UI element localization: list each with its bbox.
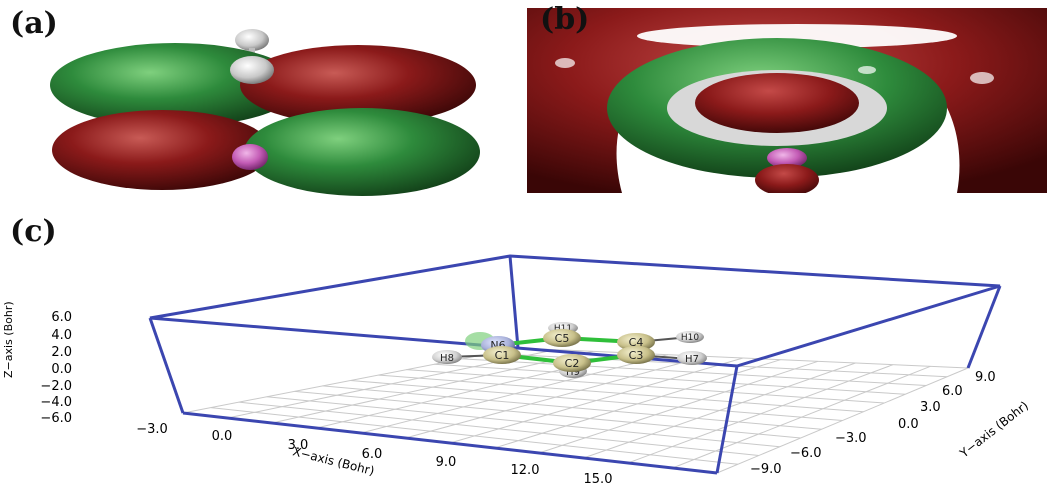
atom-label: H8 xyxy=(440,353,454,364)
y-tick: 6.0 xyxy=(942,384,963,399)
molecule: H11 H10 H8 H9 H7 N6 C5 C4 C1 C2 C3 xyxy=(432,322,707,378)
atom-label: C2 xyxy=(565,357,580,370)
panel-a-orbital xyxy=(50,29,480,196)
y-tick: −6.0 xyxy=(790,446,822,461)
panel-b-surface xyxy=(527,8,1047,193)
highlights xyxy=(555,58,994,84)
atom-label: H11 xyxy=(554,324,572,334)
hydrogen-atom xyxy=(235,29,269,51)
x-tick: 3.0 xyxy=(288,438,309,453)
x-tick: 6.0 xyxy=(362,447,383,462)
z-axis-label: Z−axis (Bohr) xyxy=(2,301,15,378)
lobe-red-upper xyxy=(240,45,476,125)
surface-gap xyxy=(637,24,957,48)
y-axis-label: Y−axis (Bohr) xyxy=(956,398,1031,461)
x-tick: 9.0 xyxy=(436,455,457,470)
atom-label: H9 xyxy=(566,367,580,378)
lobe-red-lower xyxy=(52,110,272,190)
panel-c-3d-plot: 6.0 4.0 2.0 0.0 −2.0 −4.0 −6.0 Z−axis (B… xyxy=(2,254,1031,487)
grid-line xyxy=(406,369,885,404)
panel-b xyxy=(527,8,1047,193)
inner-red-lobe xyxy=(695,73,859,133)
atom-c3 xyxy=(617,346,655,364)
atom-c5 xyxy=(543,329,581,347)
panel-c-label: (c) xyxy=(10,214,57,249)
grid-line xyxy=(462,358,927,386)
x-tick: 0.0 xyxy=(212,429,233,444)
grid-line xyxy=(434,363,906,395)
panel-b-label: (b) xyxy=(540,2,590,37)
atom-label: H7 xyxy=(685,354,699,365)
z-tick: −2.0 xyxy=(40,379,72,394)
z-axis: 6.0 4.0 2.0 0.0 −2.0 −4.0 −6.0 Z−axis (B… xyxy=(2,301,72,426)
nitrogen-atom xyxy=(232,144,268,170)
atom-h10 xyxy=(676,331,704,343)
z-tick: 0.0 xyxy=(51,362,72,377)
grid-line xyxy=(672,365,931,469)
x-tick: −3.0 xyxy=(136,422,168,437)
atom-h8 xyxy=(432,350,462,364)
x-tick: 15.0 xyxy=(584,472,613,487)
nitrogen-atom xyxy=(767,148,807,168)
atom-h7 xyxy=(677,351,707,365)
atom-c2 xyxy=(553,354,591,372)
y-tick: 3.0 xyxy=(920,400,941,415)
atom-c4 xyxy=(617,333,655,351)
grid-line xyxy=(583,362,856,459)
atom-label: C5 xyxy=(555,332,570,345)
carbon-atom xyxy=(230,56,274,84)
y-tick: 0.0 xyxy=(898,417,919,432)
z-tick: 2.0 xyxy=(51,345,72,360)
y-tick: 9.0 xyxy=(975,370,996,385)
z-tick: 6.0 xyxy=(51,310,72,325)
y-axis: −9.0 −6.0 −3.0 0.0 3.0 6.0 9.0 Y−axis (B… xyxy=(750,370,1031,477)
atom-label: C3 xyxy=(629,349,644,362)
z-tick: −6.0 xyxy=(40,411,72,426)
y-tick: −9.0 xyxy=(750,462,782,477)
y-tick: −3.0 xyxy=(835,431,867,446)
lower-red-lobe xyxy=(755,164,819,193)
outer-red-surface xyxy=(527,8,1047,193)
atom-c1 xyxy=(483,346,521,364)
grid-line xyxy=(716,367,969,474)
x-tick: 12.0 xyxy=(511,463,540,478)
panel-a-label: (a) xyxy=(10,6,58,41)
atom-label: H10 xyxy=(681,333,699,343)
bounding-box xyxy=(148,254,1002,475)
atom-label: C1 xyxy=(495,349,510,362)
z-tick: 4.0 xyxy=(51,328,72,343)
atom-label: C4 xyxy=(629,336,644,349)
lobe-green-lower xyxy=(244,108,480,196)
z-tick: −4.0 xyxy=(40,395,72,410)
grid-line xyxy=(517,347,969,369)
